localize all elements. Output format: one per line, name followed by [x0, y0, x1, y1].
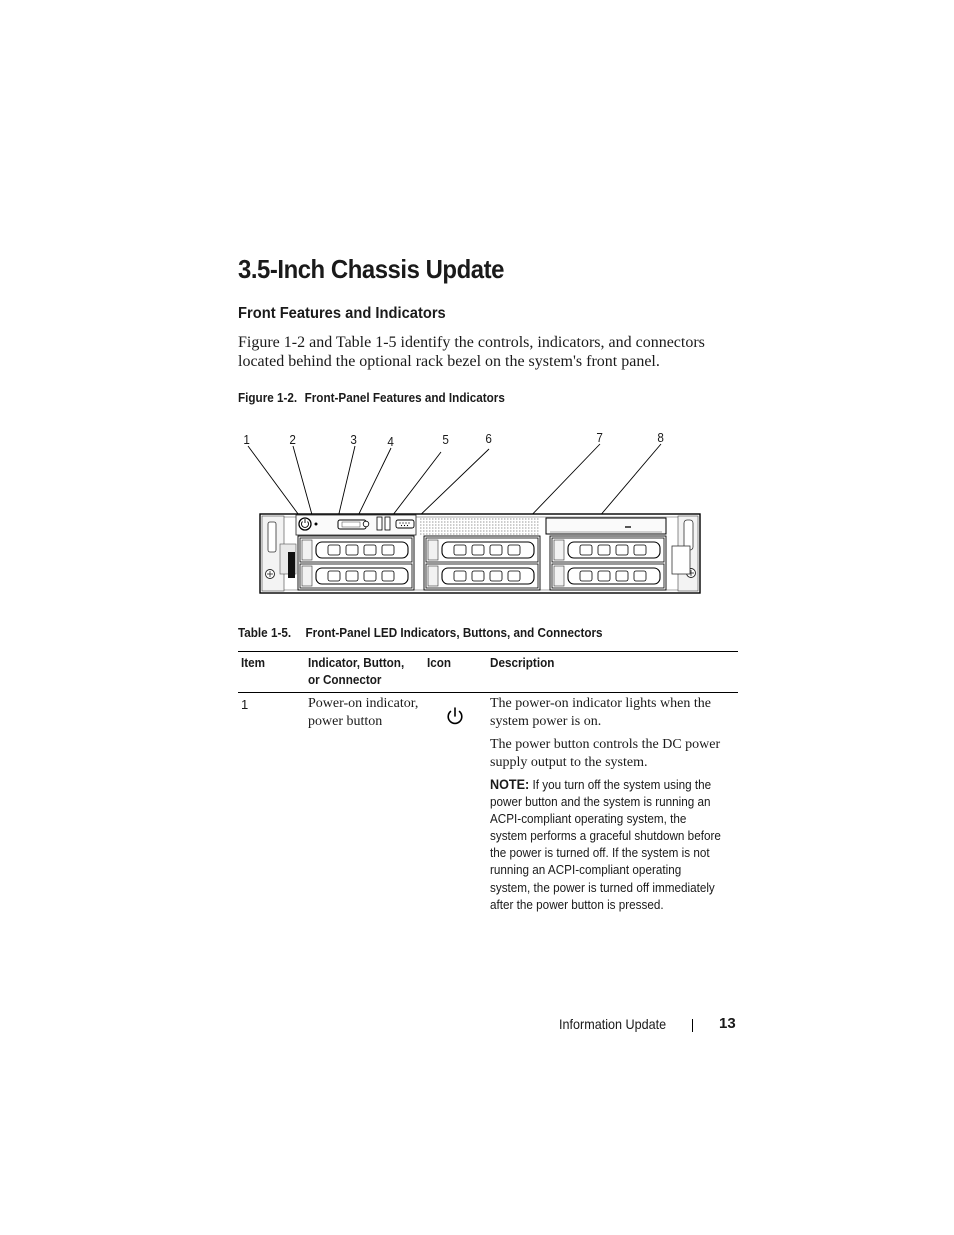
- hard-drive-bays: [297, 535, 667, 591]
- callout-8: 8: [657, 430, 664, 445]
- figure-caption: Figure 1-2. Front-Panel Features and Indi…: [238, 390, 505, 405]
- header-indicator: Indicator, Button, or Connector: [308, 654, 404, 688]
- footer-separator: [692, 1019, 693, 1032]
- row-indicator: Power-on indicator, power button: [308, 696, 419, 729]
- hard-drive-4: [425, 563, 539, 589]
- page-title: 3.5-Inch Chassis Update: [238, 254, 504, 284]
- callout-2: 2: [289, 432, 296, 447]
- header-indicator-line2: or Connector: [308, 672, 382, 687]
- usb-connector: [376, 516, 383, 531]
- hard-drive-3: [425, 537, 539, 563]
- table-title: Front-Panel LED Indicators, Buttons, and…: [305, 625, 603, 640]
- row-description-1: The power-on indicator lights when the s…: [490, 696, 711, 729]
- figure-number: Figure 1-2.: [238, 390, 298, 405]
- leader-lines: [247, 443, 662, 549]
- system-id-button: [362, 520, 370, 528]
- note-label: NOTE:: [490, 776, 530, 792]
- intro-paragraph: Figure 1-2 and Table 1-5 identify the co…: [238, 334, 705, 370]
- table-number: Table 1-5.: [238, 625, 292, 640]
- note-block: NOTE: If you turn off the system using t…: [490, 776, 724, 913]
- hard-drive-1: [299, 537, 413, 563]
- table-header-rule: [238, 692, 738, 693]
- header-icon: Icon: [427, 655, 452, 670]
- row-description-2: The power button controls the DC power s…: [490, 737, 721, 770]
- callout-6: 6: [485, 431, 492, 446]
- table-caption: Table 1-5. Front-Panel LED Indicators, Bu…: [238, 625, 603, 640]
- left-handle-grip: [288, 552, 295, 578]
- power-button: [298, 517, 312, 531]
- front-panel-figure: 1 2 3 4 5 6 7 8: [238, 424, 708, 604]
- header-description: Description: [490, 655, 555, 670]
- power-icon: [445, 706, 465, 731]
- callout-4: 4: [387, 434, 394, 449]
- callout-7: 7: [596, 430, 603, 445]
- header-indicator-line1: Indicator, Button,: [308, 655, 405, 670]
- footer-text: Information Update: [559, 1016, 667, 1032]
- section-heading: Front Features and Indicators: [238, 305, 446, 322]
- figure-title: Front-Panel Features and Indicators: [304, 390, 505, 405]
- page-number: 13: [719, 1015, 736, 1032]
- callout-3: 3: [350, 432, 357, 447]
- row-item: 1: [241, 697, 249, 712]
- callout-1: 1: [243, 432, 250, 447]
- hard-drive-5: [551, 537, 665, 563]
- callout-5: 5: [442, 432, 449, 447]
- note-text: If you turn off the system using the pow…: [490, 777, 721, 912]
- header-item: Item: [241, 655, 266, 670]
- hard-drive-6: [551, 563, 665, 589]
- hard-drive-2: [299, 563, 413, 589]
- video-connector: [395, 519, 415, 529]
- server-front-panel-drawing: [247, 443, 701, 594]
- nmi-button: [314, 522, 318, 526]
- optical-drive: [545, 517, 667, 535]
- hard-drives: [299, 537, 665, 589]
- table-top-rule: [238, 651, 738, 652]
